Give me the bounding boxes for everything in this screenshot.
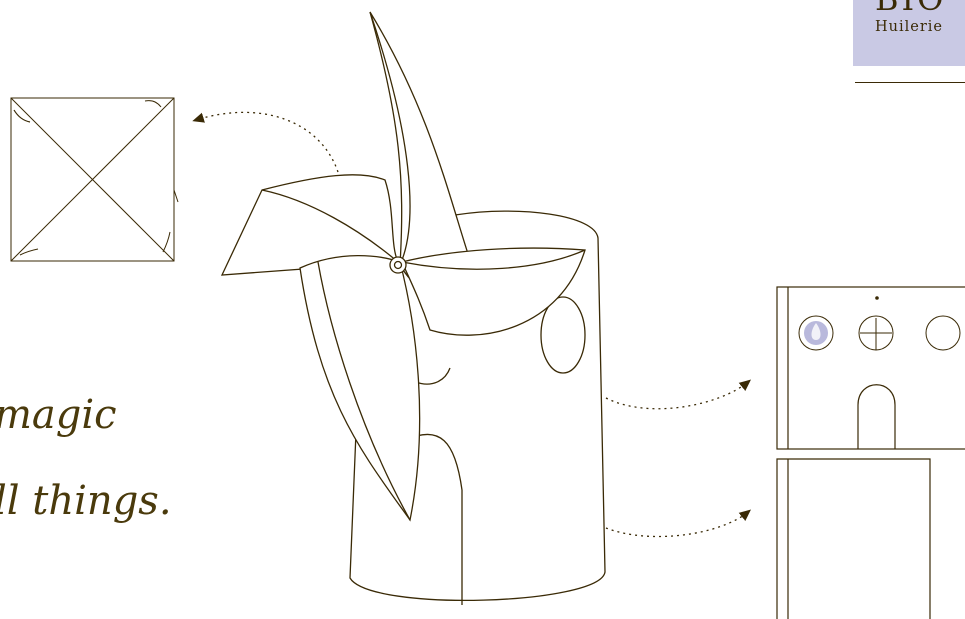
dotted-arrow-square <box>192 111 339 173</box>
box-diagram-top <box>776 286 965 450</box>
box-diagram-bottom <box>776 458 931 619</box>
brand-subtitle: Huilerie <box>875 19 943 35</box>
brand-divider <box>855 82 965 84</box>
drop-flame-icon <box>798 315 834 351</box>
brand-name: BIO <box>875 0 946 18</box>
tagline-line-2: ll things. <box>0 478 172 524</box>
folding-square-diagram <box>10 97 179 262</box>
dotted-arrow-bottom-box <box>605 509 752 538</box>
compass-icon <box>858 315 894 351</box>
cylinder-pinwheel <box>220 11 606 605</box>
tagline-line-1: magic <box>0 392 117 438</box>
brand-box: BIO Huilerie <box>853 0 965 66</box>
dotted-arrow-top-box <box>605 379 752 410</box>
empty-circle-icon <box>925 315 961 351</box>
